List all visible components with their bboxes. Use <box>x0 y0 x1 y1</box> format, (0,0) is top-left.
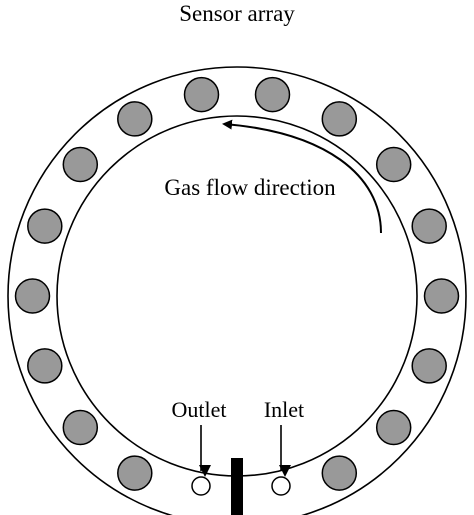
gas-flow-label: Gas flow direction <box>164 175 336 200</box>
sensor-14 <box>411 348 447 384</box>
outer-ring <box>7 66 467 515</box>
sensor-5 <box>27 208 63 244</box>
sensor-7 <box>117 101 153 137</box>
inlet-port <box>271 476 291 496</box>
sensor-16 <box>321 455 358 491</box>
inlet-label: Inlet <box>264 397 304 422</box>
inner-ring <box>56 115 418 477</box>
sensor-12 <box>411 208 447 244</box>
outlet-label: Outlet <box>172 397 227 422</box>
gas-flow-arrow <box>222 119 382 234</box>
sensor-1 <box>117 455 153 491</box>
sensor-9 <box>254 76 291 113</box>
sensor-group <box>14 76 460 491</box>
outlet-port <box>191 476 211 496</box>
sensor-13 <box>423 278 460 314</box>
sensor-6 <box>62 146 99 183</box>
sensor-15 <box>375 409 412 446</box>
sensor-10 <box>321 101 358 137</box>
sensor-3 <box>27 348 63 384</box>
sensor-11 <box>375 146 412 183</box>
sensor-2 <box>62 409 99 446</box>
sensor-4 <box>14 278 51 314</box>
diagram-title: Sensor array <box>179 1 295 26</box>
flow-divider-bar <box>231 458 243 515</box>
sensor-8 <box>183 76 220 113</box>
